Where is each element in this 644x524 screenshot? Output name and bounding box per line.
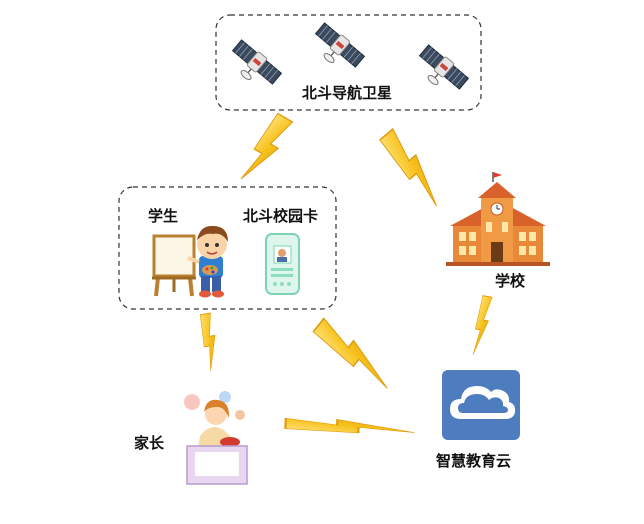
satellite-label: 北斗导航卫星 — [302, 84, 393, 102]
cloud-label: 智慧教育云 — [436, 452, 512, 470]
lightning-icon — [237, 111, 294, 189]
lightning-icon — [470, 294, 494, 357]
satellite-group-box — [215, 14, 482, 111]
parent-label: 家长 — [134, 434, 165, 452]
student-label: 学生 — [148, 207, 179, 225]
easel-icon — [152, 234, 196, 297]
parent-icon — [184, 391, 248, 485]
student-group-box — [118, 186, 337, 310]
campus-card-label: 北斗校园卡 — [243, 207, 319, 225]
lightning-icon — [377, 127, 451, 209]
lightning-icon — [311, 316, 399, 392]
cloud-icon — [442, 370, 520, 440]
lightning-icon — [284, 416, 416, 436]
satellite-icon — [223, 37, 284, 95]
student-icon — [187, 225, 228, 298]
school-label: 学校 — [495, 272, 526, 290]
lightning-icon — [198, 312, 222, 372]
school-icon — [446, 172, 550, 266]
card-icon — [265, 233, 300, 295]
satellite-icon — [410, 42, 471, 100]
satellite-icon — [306, 20, 367, 78]
